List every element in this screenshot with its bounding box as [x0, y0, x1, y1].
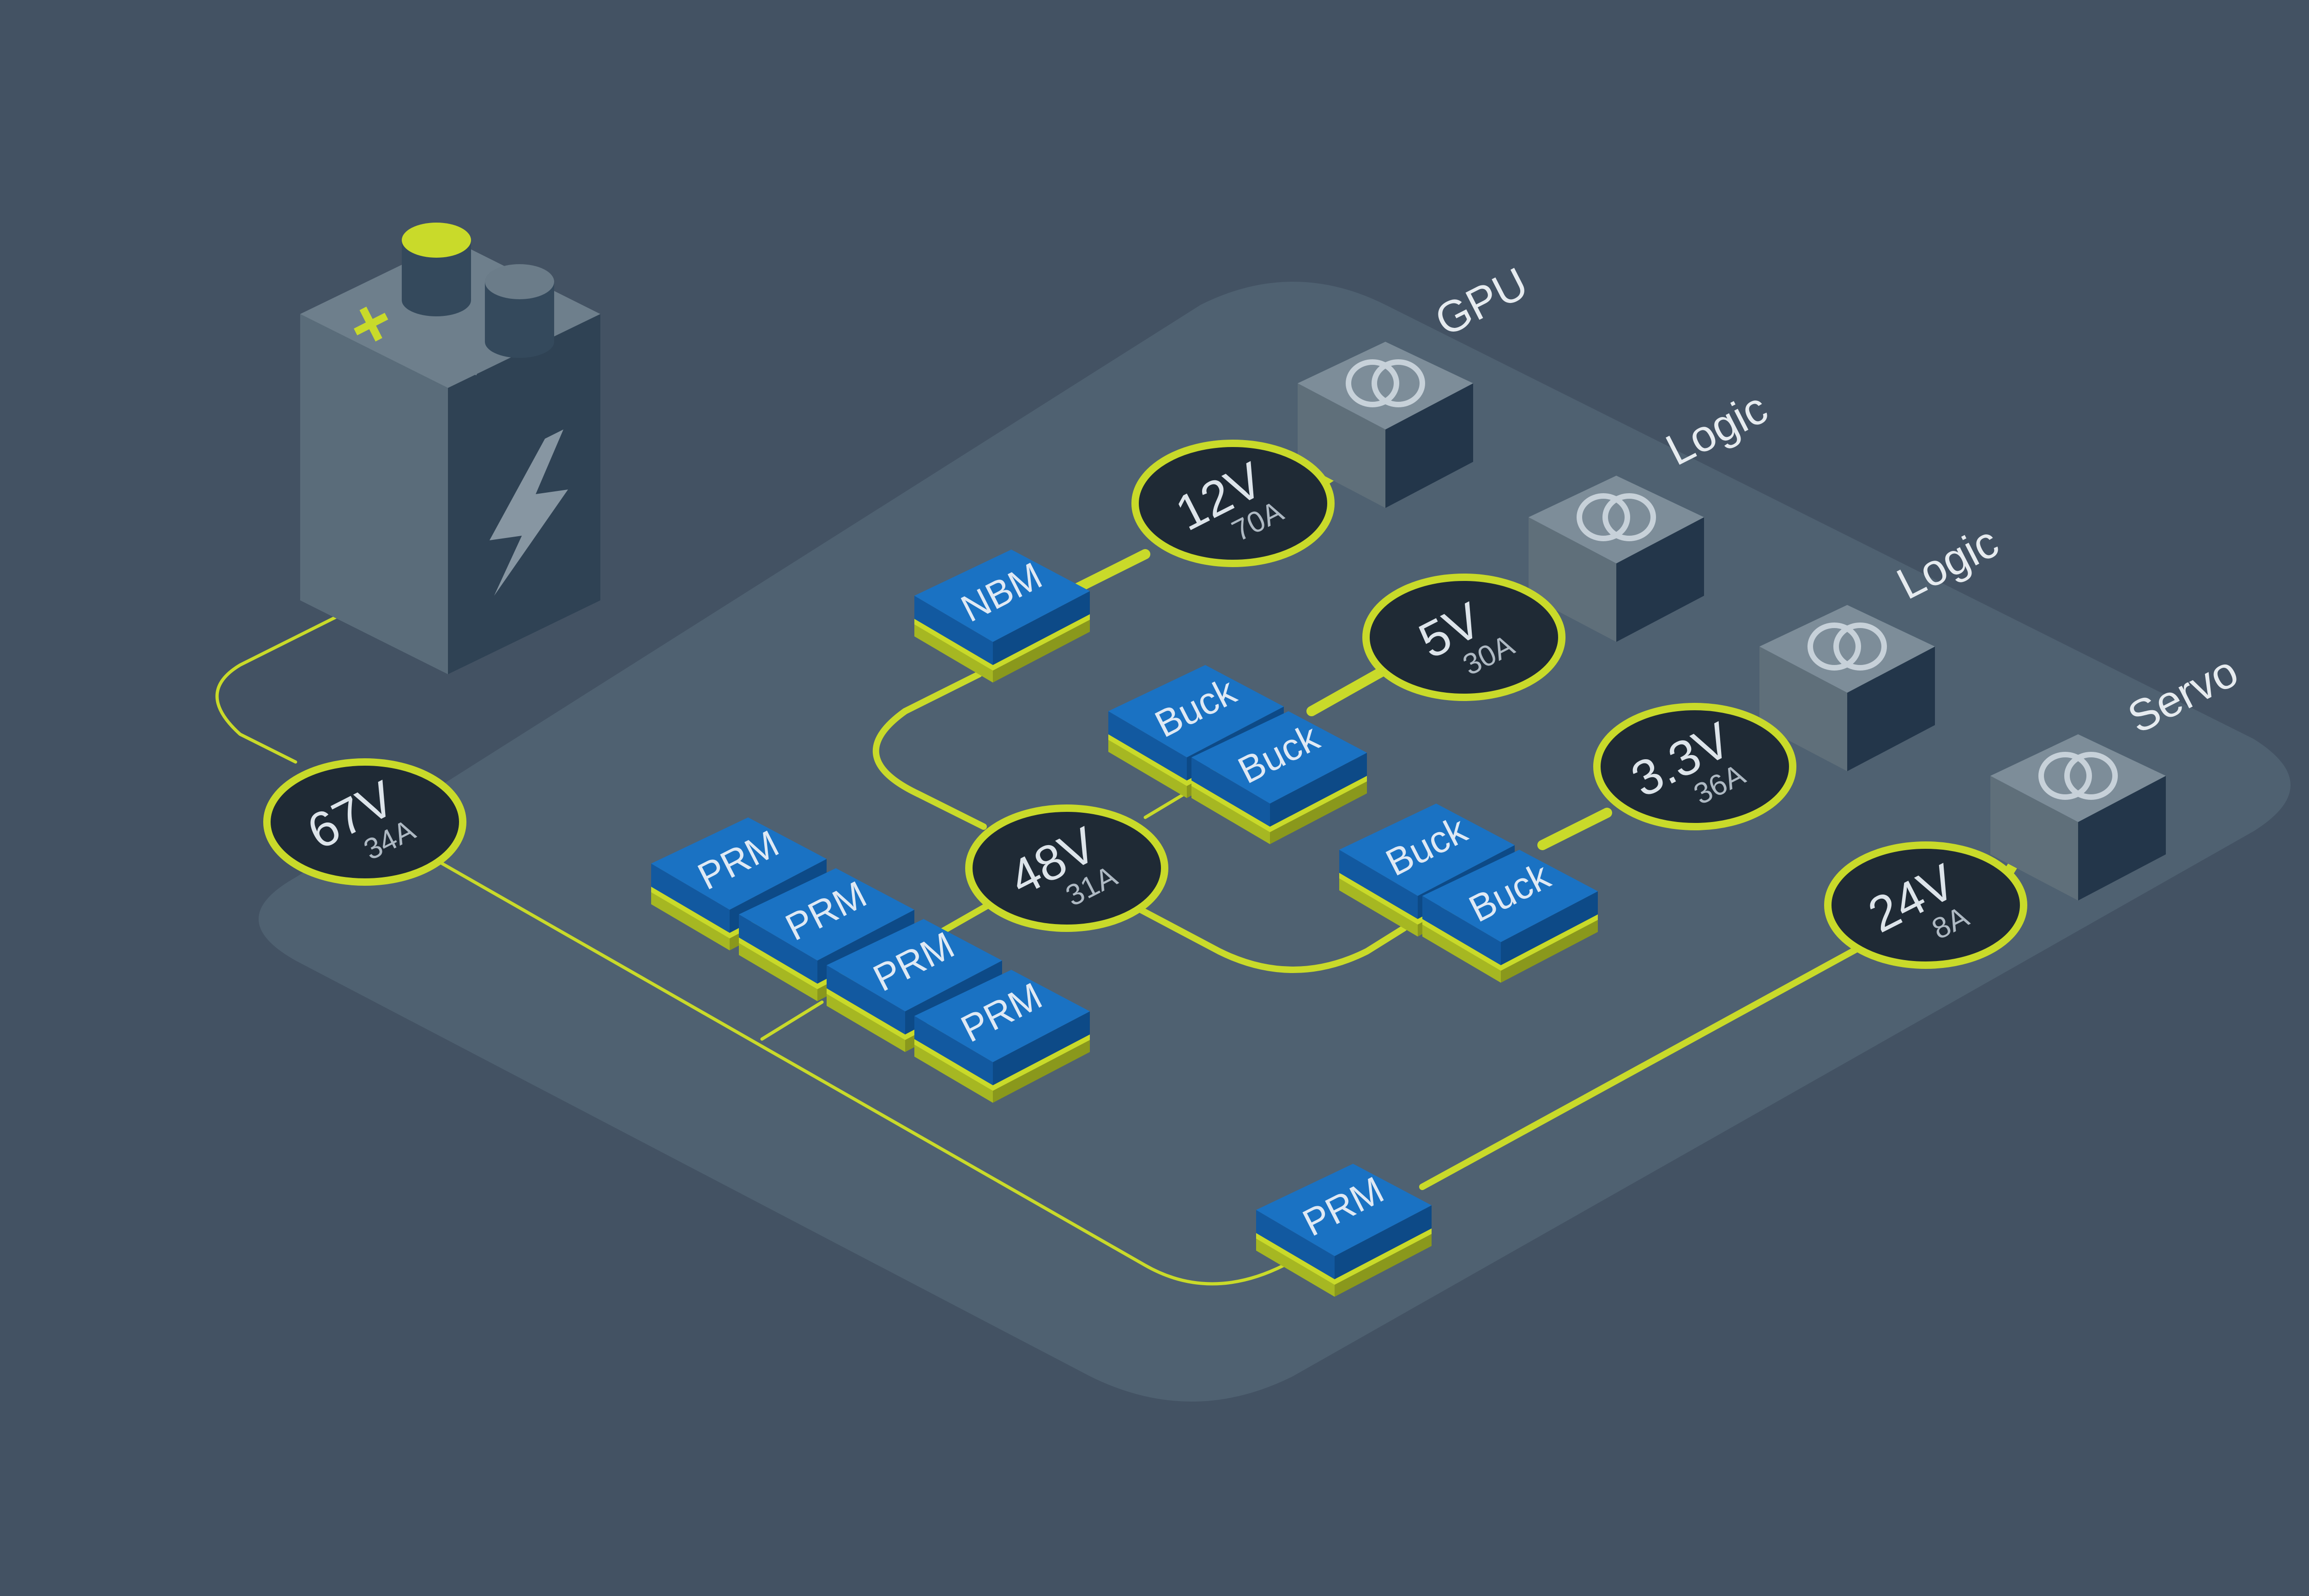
wire-67v-to-servo-prm — [432, 857, 1286, 1286]
wire-battery-to-67v — [215, 598, 371, 764]
module-nbm: NBM — [914, 550, 1090, 683]
wire-nbm-to-12v — [1066, 549, 1150, 596]
wire-48v-to-nbm — [872, 671, 987, 830]
module-prm-servo: PRM — [1256, 1164, 1432, 1297]
module-buck-5v-2: Buck — [1191, 711, 1367, 844]
battery: + − — [300, 223, 600, 674]
wire-prm-bank-feed — [760, 1000, 824, 1041]
transformer-icon — [1807, 623, 1887, 671]
module-prm-4: PRM — [914, 970, 1090, 1103]
transformer-icon — [2038, 752, 2118, 800]
negative-terminal — [485, 264, 554, 358]
load-label: GPU — [1427, 258, 1535, 346]
positive-terminal — [402, 223, 471, 316]
transformer-icon — [1346, 359, 1425, 407]
lightning-bolt-icon — [490, 429, 568, 596]
battery-left-face — [300, 314, 448, 674]
load-label: Logic — [1658, 383, 1775, 475]
transformer-icon — [1577, 493, 1656, 541]
wire-bucks-to-3v3 — [1537, 808, 1612, 850]
wire-prm-to-24v — [1419, 943, 1864, 1190]
wire-48v-to-3v3-bucks — [1137, 907, 1407, 973]
wire-bucks-to-5v — [1306, 665, 1390, 716]
